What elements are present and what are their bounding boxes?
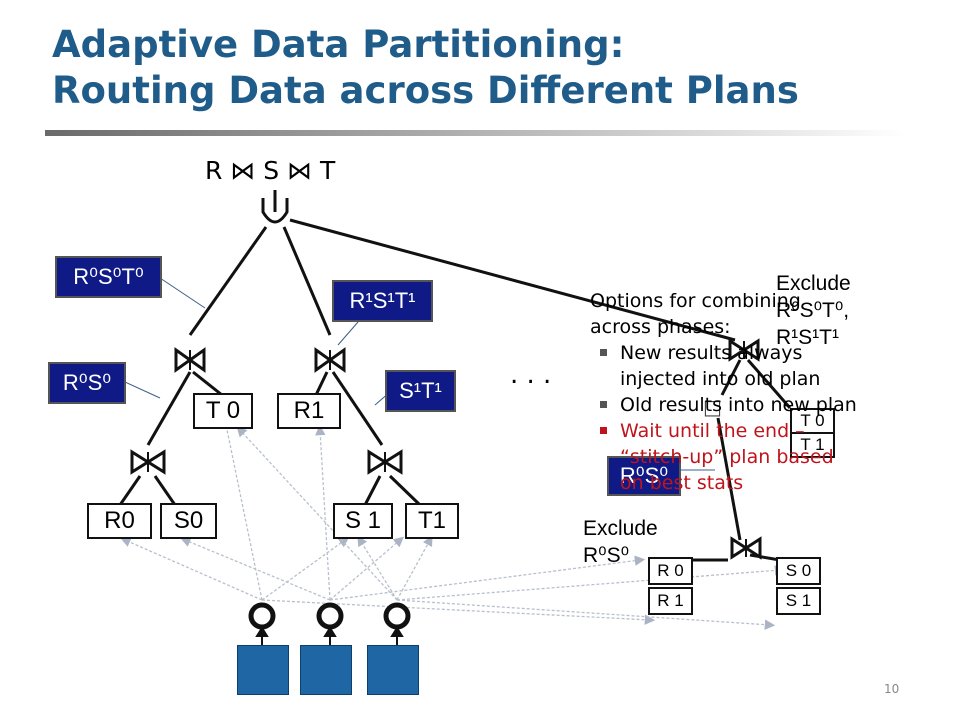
data-source-box [300,645,352,695]
option-item: New results always injected into old pla… [600,340,860,392]
title-divider [45,130,905,136]
join-icon [367,449,403,475]
option-item: Old results into new plan [600,392,860,418]
ellipsis: . . . [510,360,552,390]
relation-s1: S 1 [333,503,393,539]
option-item: Wait until the end – “stitch-up” plan ba… [600,418,860,496]
query-expression: R ⋈ S ⋈ T [205,156,336,185]
relation-right-s0: S 0 [776,557,821,585]
router-icon [248,602,276,630]
relation-s0: S0 [160,503,217,539]
options-heading: Options for combining across phases: [590,290,801,338]
join-icon [314,347,346,373]
placeholder-square-icon: □ [703,395,722,419]
data-source-box [367,645,419,695]
bullet-icon [600,401,607,408]
options-list: New results always injected into old pla… [590,340,860,496]
title-line-2: Routing Data across Different Plans [52,69,799,112]
join-icon [730,536,762,560]
relation-t1: T1 [405,503,459,539]
relation-right-r1: R 1 [648,587,693,615]
join-operators [130,338,762,560]
routing-arrows [120,414,786,630]
relation-t0: T 0 [193,393,253,429]
exclude-note-mid: Exclude R⁰S⁰ [583,517,658,567]
label-r1s1t1: R¹S¹T¹ [332,280,433,322]
source-routers [248,602,411,645]
join-icon [130,449,166,475]
tree-edges [118,190,792,562]
slide-title: Adaptive Data Partitioning: Routing Data… [52,22,799,114]
data-source-box [237,645,289,695]
label-r0s0: R⁰S⁰ [48,362,126,404]
label-r0s0-right: R⁰S⁰ [607,456,681,496]
router-icon [383,602,411,630]
page-number: 10 [884,682,900,696]
bullet-icon [600,349,607,356]
router-icon [316,602,344,630]
bullet-icon [600,427,607,434]
relation-r1: R1 [277,393,341,429]
join-icon [728,338,760,362]
exclude-note-top: Exclude R⁰S⁰T⁰, R¹S¹T¹ [776,272,851,349]
relation-right-r0: R 0 [648,557,693,585]
relation-r0: R0 [87,503,152,539]
relation-right-s1: S 1 [776,587,821,615]
title-line-1: Adaptive Data Partitioning: [52,23,625,66]
label-s1t1: S¹T¹ [385,370,456,412]
join-icon [174,347,206,373]
label-r0s0t0: R⁰S⁰T⁰ [55,256,162,298]
relation-right-t1: T 1 [790,432,835,458]
union-operator-icon [261,198,289,224]
options-text: Options for combining across phases: New… [590,288,860,496]
